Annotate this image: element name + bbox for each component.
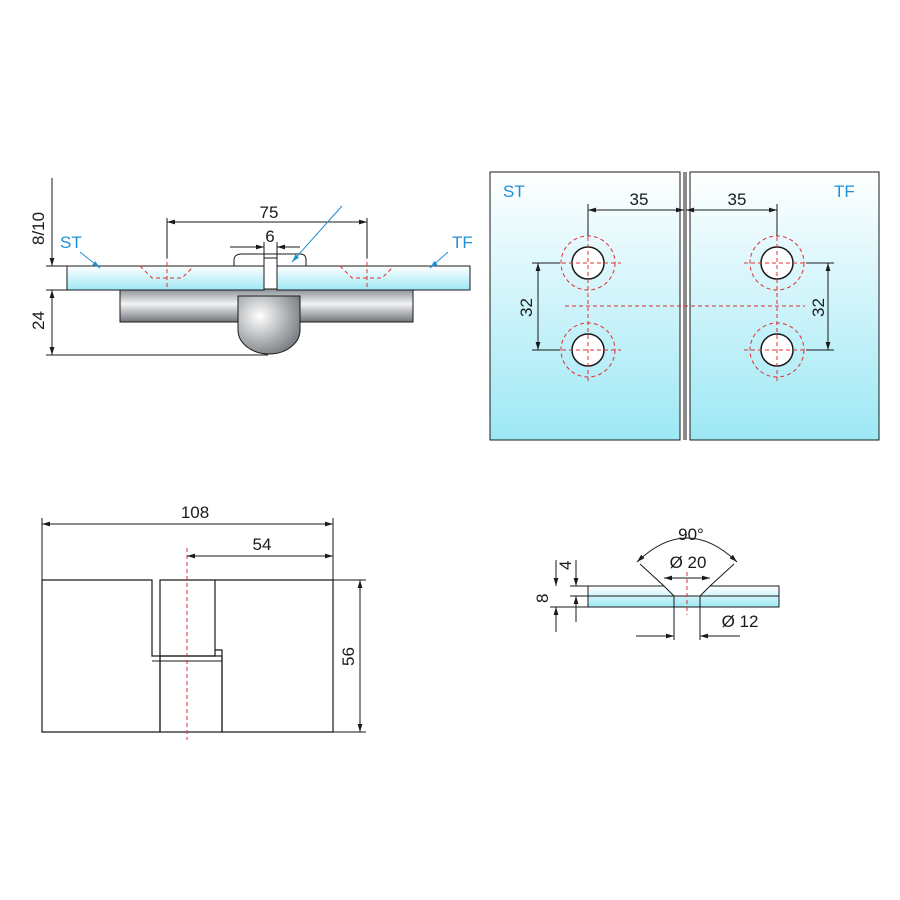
label-tf-glass: TF xyxy=(834,182,855,201)
clamp-profile xyxy=(233,253,307,266)
dim-depth: 4 xyxy=(556,561,575,570)
dim-height-side: 24 xyxy=(29,311,48,330)
front-view: 108 54 56 xyxy=(41,503,366,740)
dim-countersink: Ø 20 xyxy=(670,553,707,572)
hinge-front-leaf xyxy=(215,579,334,733)
dim-angle: 90° xyxy=(678,525,704,544)
dim-span: 75 xyxy=(260,203,279,222)
dim-thickness: 8/10 xyxy=(29,212,48,245)
hinge-knuckle xyxy=(237,295,301,355)
dim-half: 54 xyxy=(253,535,272,554)
dim-left-spacing: 32 xyxy=(517,298,536,317)
dim-width: 108 xyxy=(181,503,209,522)
dim-left-offset: 35 xyxy=(630,190,649,209)
dim-right-spacing: 32 xyxy=(809,298,828,317)
label-st-glass: ST xyxy=(503,182,525,201)
hinge-front-outline xyxy=(41,579,161,733)
dim-hole: Ø 12 xyxy=(722,612,759,631)
label-st-side: ST xyxy=(60,233,82,252)
side-view: 75 6 ST TF 8/10 24 xyxy=(29,178,473,356)
dim-height-front: 56 xyxy=(339,647,358,666)
label-tf-side: TF xyxy=(452,233,473,252)
dim-right-offset: 35 xyxy=(728,190,747,209)
dim-gap: 6 xyxy=(265,227,274,246)
hole-top-right xyxy=(744,235,810,291)
glass-left xyxy=(489,171,681,441)
dim-plate-thickness: 8 xyxy=(533,594,552,603)
hole-detail: 90° Ø 20 Ø 12 4 8 xyxy=(533,525,780,640)
glass-view: 35 35 32 32 ST TF xyxy=(489,171,880,441)
